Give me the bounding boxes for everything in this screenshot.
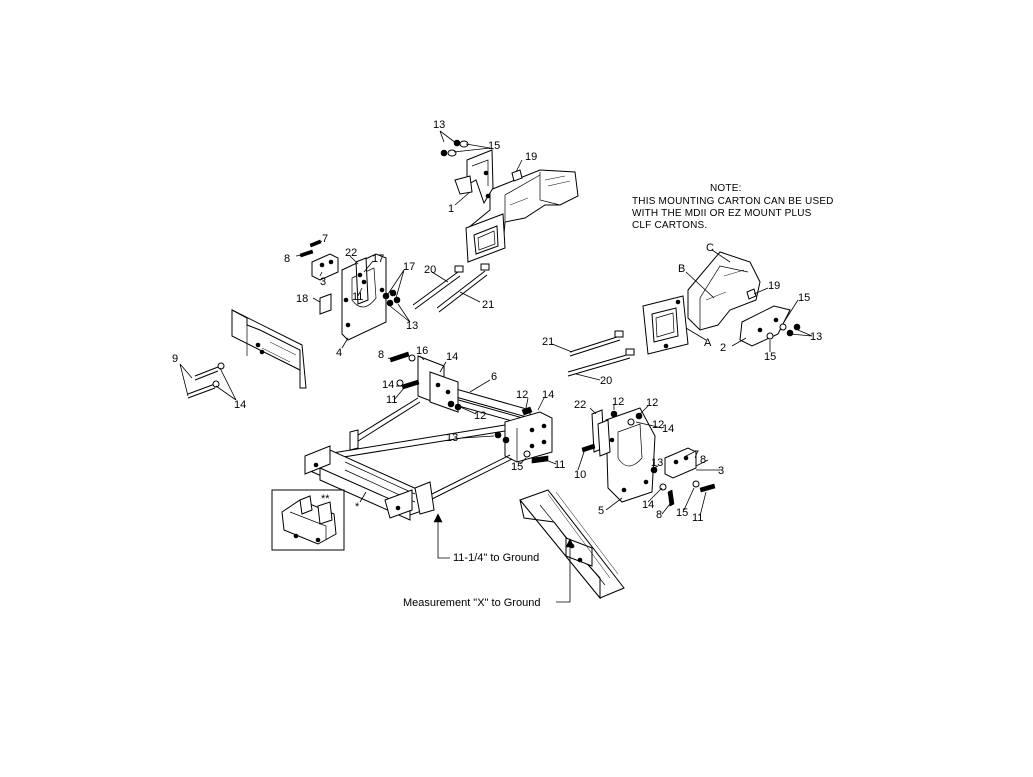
note-line-2: WITH THE MDII OR EZ MOUNT PLUS: [632, 208, 812, 219]
label-11b: 11: [386, 394, 397, 406]
lift-frame: [304, 351, 553, 521]
label-C: C: [706, 242, 714, 254]
label-21: 21: [482, 299, 494, 311]
label-double-asterisk: **: [321, 493, 330, 505]
label-15c: 15: [764, 351, 776, 363]
label-3: 3: [320, 276, 326, 288]
ground-x-label: Measurement "X" to Ground: [403, 597, 540, 609]
label-2: 2: [720, 342, 726, 354]
label-12e: 12: [652, 419, 664, 431]
label-17: 17: [372, 253, 384, 265]
note-line-1: THIS MOUNTING CARTON CAN BE USED: [632, 196, 834, 207]
right-mount-bracket: [581, 407, 716, 507]
label-18: 18: [296, 293, 308, 305]
label-7: 7: [322, 233, 328, 245]
label-19: 19: [525, 151, 537, 163]
label-8d: 8: [656, 509, 662, 521]
label-13e: 13: [651, 457, 663, 469]
top-frame-rail: [440, 139, 579, 263]
label-17b: 17: [403, 261, 415, 273]
right-frame-rail: [642, 251, 801, 355]
label-13c: 13: [810, 331, 822, 343]
label-14d: 14: [542, 389, 554, 401]
label-asterisk: *: [355, 501, 360, 513]
label-22: 22: [345, 247, 357, 259]
label-14f: 14: [642, 499, 654, 511]
rods-right: [567, 330, 635, 377]
label-15: 15: [488, 140, 500, 152]
label-11d: 11: [692, 512, 703, 524]
leader-lines: [179, 130, 813, 517]
left-mount-bracket: [299, 239, 401, 341]
label-B: B: [678, 263, 685, 275]
note-title: NOTE:: [710, 183, 742, 194]
label-13d: 13: [446, 432, 458, 444]
label-19b: 19: [768, 280, 780, 292]
label-15e: 15: [676, 507, 688, 519]
part-labels: 13 15 19 1 22 17 8 7 3 20 21 18 11 17 13…: [172, 119, 822, 524]
label-10: 10: [574, 469, 586, 481]
label-16: 16: [416, 345, 428, 357]
detail-inset: [271, 489, 345, 551]
ground-11-label: 11-1/4" to Ground: [453, 552, 539, 564]
label-20b: 20: [600, 375, 612, 387]
label-9: 9: [172, 353, 178, 365]
label-14: 14: [234, 399, 246, 411]
label-5: 5: [598, 505, 604, 517]
label-8c: 8: [700, 454, 706, 466]
label-A: A: [704, 337, 712, 349]
label-7b: 7: [693, 449, 699, 461]
label-6: 6: [491, 371, 497, 383]
label-12: 12: [516, 389, 528, 401]
measurement-lines: [433, 513, 575, 603]
note-line-3: CLF CARTONS.: [632, 220, 707, 231]
label-13: 13: [433, 119, 445, 131]
label-1: 1: [448, 203, 454, 215]
label-12c: 12: [612, 396, 624, 408]
label-12d: 12: [646, 397, 658, 409]
left-frame-channel: [187, 309, 307, 399]
label-13b: 13: [406, 320, 418, 332]
label-14c: 14: [382, 379, 394, 391]
label-20: 20: [424, 264, 436, 276]
label-4: 4: [336, 347, 342, 359]
label-21b: 21: [542, 336, 554, 348]
label-11: 11: [352, 291, 363, 303]
label-12b: 12: [474, 410, 486, 422]
label-15b: 15: [798, 292, 810, 304]
label-3b: 3: [718, 465, 724, 477]
label-8b: 8: [378, 349, 384, 361]
label-15d: 15: [511, 461, 523, 473]
label-22b: 22: [574, 399, 586, 411]
label-14b: 14: [446, 351, 458, 363]
label-14e: 14: [662, 423, 674, 435]
note-block: NOTE: THIS MOUNTING CARTON CAN BE USED W…: [632, 183, 834, 231]
label-11c: 11: [554, 459, 565, 471]
label-8: 8: [284, 253, 290, 265]
